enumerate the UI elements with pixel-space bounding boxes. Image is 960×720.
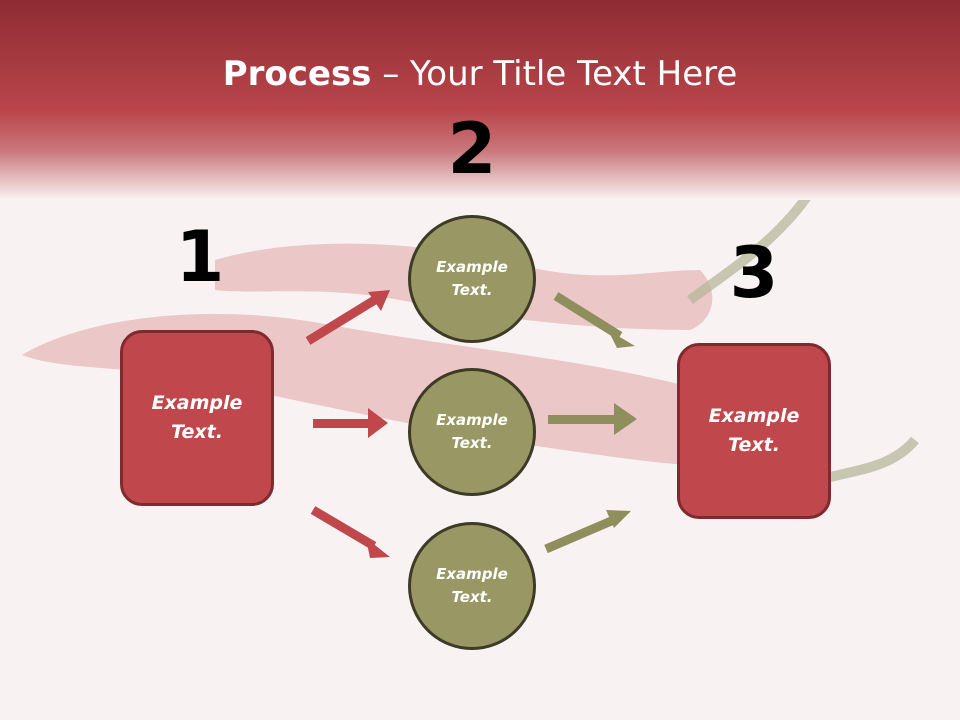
process-box-left: Example Text.	[120, 330, 274, 506]
step-number-1: 1	[175, 216, 225, 298]
arrow-left-down	[310, 506, 390, 558]
arrow-right-up	[553, 292, 635, 348]
process-circle-bottom: Example Text.	[408, 522, 536, 650]
box-left-line1: Example	[151, 392, 243, 414]
step-number-3: 3	[729, 232, 779, 314]
process-circle-middle: Example Text.	[408, 368, 536, 496]
circle-bottom-line2: Text.	[451, 588, 493, 606]
circle-bottom-line1: Example	[436, 565, 508, 583]
arrow-right-middle	[548, 403, 637, 435]
arrow-right-down	[544, 510, 631, 554]
title-bold: Process	[222, 54, 372, 94]
circle-middle-line1: Example	[436, 411, 508, 429]
circle-top-line1: Example	[436, 258, 508, 276]
arrow-left-middle	[313, 408, 388, 438]
circle-middle-line2: Text.	[451, 434, 493, 452]
box-right-line1: Example	[708, 405, 800, 427]
slide-title: Process – Your Title Text Here	[0, 52, 960, 96]
circle-top-line2: Text.	[451, 281, 493, 299]
title-rest: – Your Title Text Here	[371, 54, 738, 94]
process-circle-top: Example Text.	[408, 215, 536, 343]
box-left-line2: Text.	[171, 421, 223, 443]
step-number-2: 2	[447, 108, 497, 190]
arrow-left-up	[305, 290, 390, 345]
box-right-line2: Text.	[728, 434, 780, 456]
process-box-right: Example Text.	[677, 343, 831, 519]
